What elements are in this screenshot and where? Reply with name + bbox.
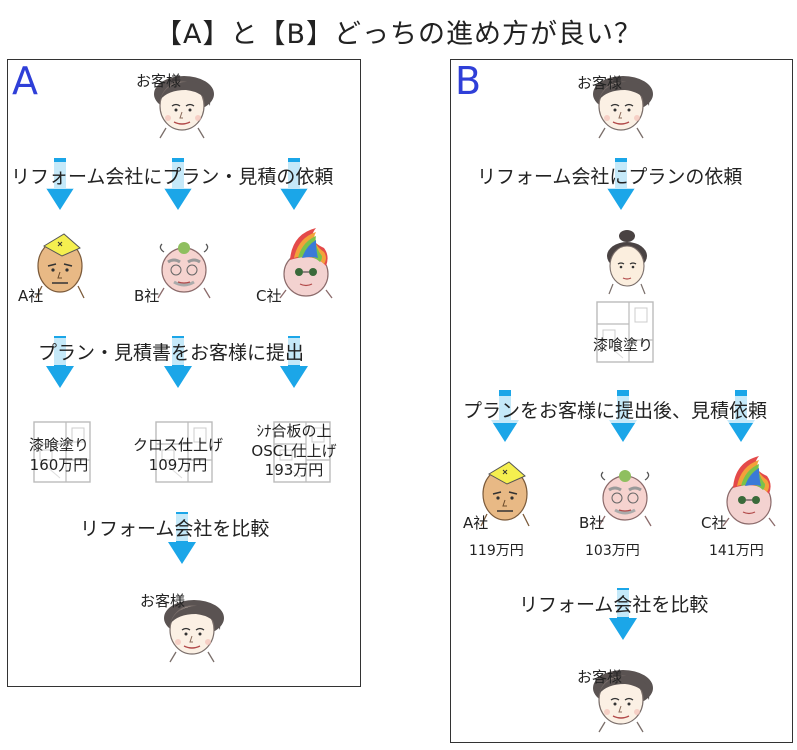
plan-c-text: ｼﾅ合板の上 OSCL仕上げ 193万円 xyxy=(251,422,337,479)
company-b-label: B社 xyxy=(134,287,160,305)
step-request-plan-estimate: リフォーム会社にプラン・見積の依頼 xyxy=(9,162,336,189)
step-request-plan: リフォーム会社にプランの依頼 xyxy=(475,162,745,189)
company-a-label: A社 xyxy=(463,514,489,532)
step-submit-to-customer: プラン・見積書をお客様に提出 xyxy=(36,338,307,365)
plan-label: 漆喰塗り xyxy=(593,336,654,354)
company-a-price: 119万円 xyxy=(469,543,524,559)
step-compare-companies: リフォーム会社を比較 xyxy=(517,590,711,617)
page-title: 【A】と【B】どっちの進め方が良い？ xyxy=(155,19,642,50)
customer-end-label: お客様 xyxy=(140,592,186,610)
customer-end-label: お客様 xyxy=(577,668,623,686)
step-compare-companies: リフォーム会社を比較 xyxy=(78,514,272,541)
customer-label: お客様 xyxy=(577,74,623,92)
customer-label: お客様 xyxy=(136,72,182,90)
plan-b-text: クロス仕上げ 109万円 xyxy=(132,436,223,474)
company-a-label: A社 xyxy=(18,287,44,305)
panel-b-label: B xyxy=(455,59,482,103)
designer-icon xyxy=(606,229,648,295)
company-b-price: 103万円 xyxy=(585,543,640,559)
panel-a-label: A xyxy=(12,59,38,103)
company-c-label: C社 xyxy=(701,514,727,532)
panel-b: B お客様 リフォーム会社にプランの依頼 漆喰塗り プランをお客様に提出後、見積… xyxy=(450,59,793,743)
plan-a-text: 漆喰塗り 160万円 xyxy=(28,436,89,474)
company-b-label: B社 xyxy=(579,514,605,532)
step-submit-then-estimate: プランをお客様に提出後、見積依頼 xyxy=(461,396,770,423)
company-c-label: C社 xyxy=(256,287,282,305)
company-c-price: 141万円 xyxy=(709,543,764,559)
panel-a: A お客様 リフォーム会社にプラン・見積の依頼 A社 B社 C社 プラン・見積書… xyxy=(7,59,361,687)
